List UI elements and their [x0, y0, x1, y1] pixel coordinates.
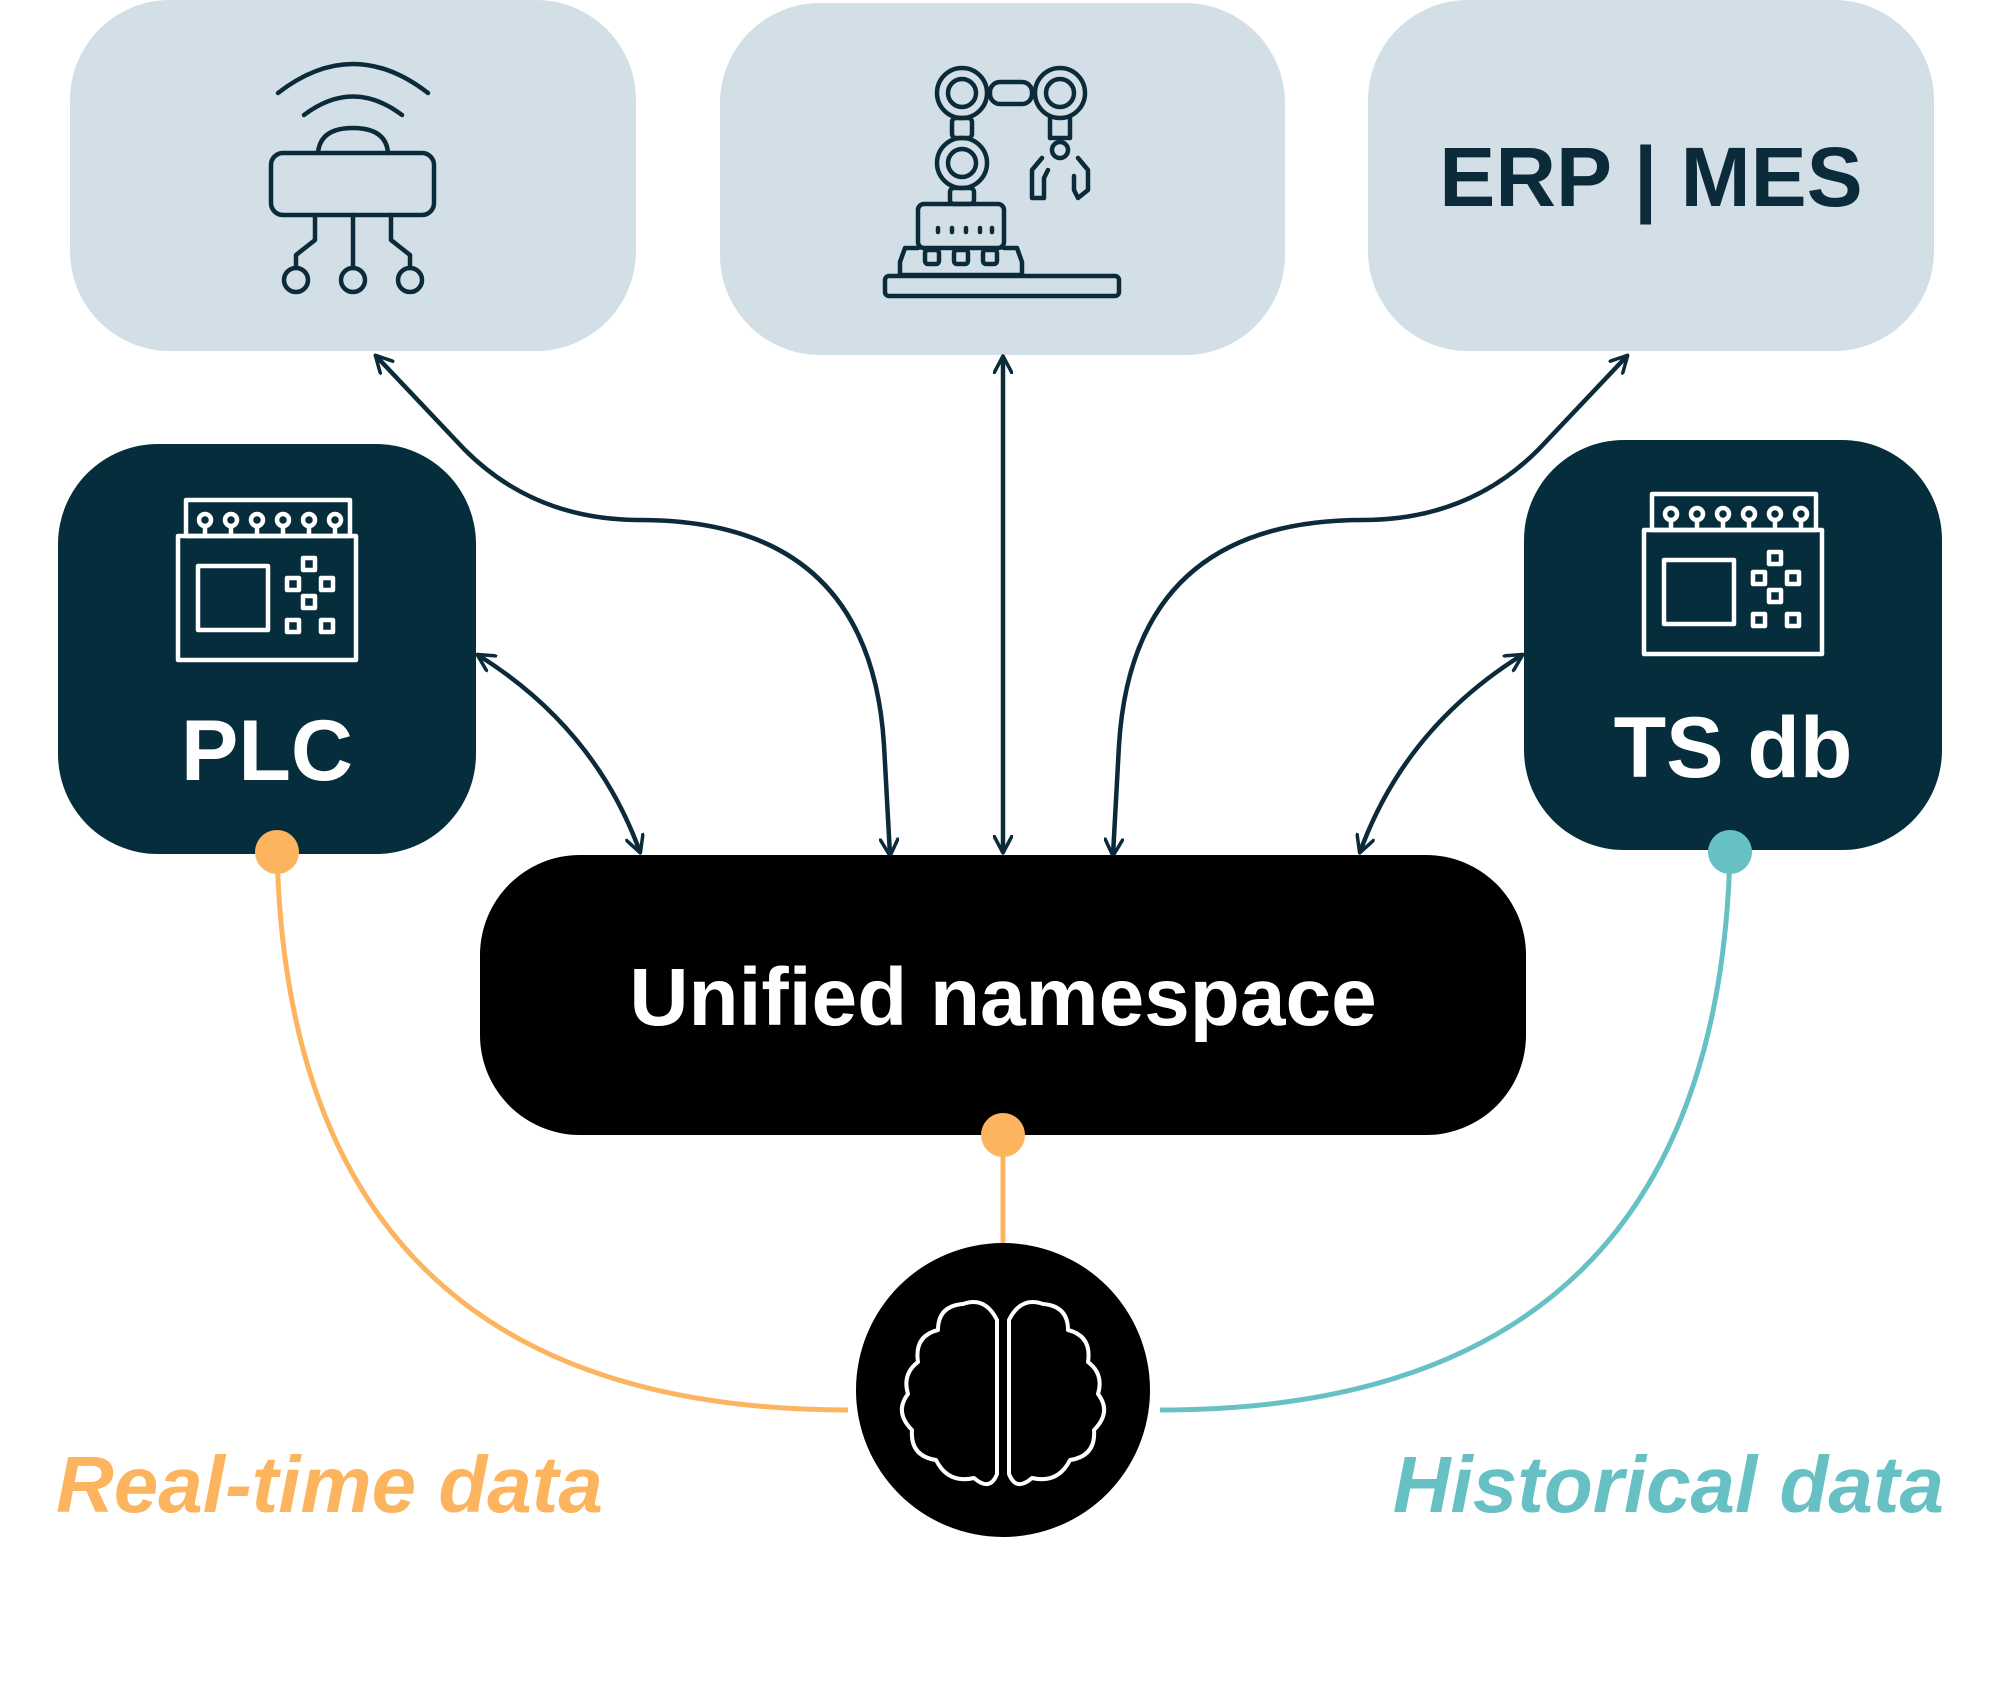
robot-arm-icon — [882, 65, 1122, 299]
historical-line — [1159, 830, 1752, 1413]
historical-label: Historical data — [1393, 1440, 1944, 1529]
plc-node: PLC — [58, 444, 476, 854]
tsdb-node: TS db — [1524, 440, 1942, 850]
plc-label: PLC — [181, 703, 353, 799]
iot-sensor-icon — [268, 61, 437, 295]
historical-curve — [1159, 851, 1733, 1413]
plc-icon — [175, 497, 359, 663]
plc-realtime-dot — [255, 830, 299, 874]
arrow-sensor-uns — [376, 356, 890, 855]
robot-box — [720, 3, 1285, 355]
uns-label: Unified namespace — [629, 952, 1376, 1043]
arrow-erp-uns — [1113, 356, 1627, 855]
uns-node: Unified namespace — [480, 855, 1526, 1135]
tsdb-label: TS db — [1614, 700, 1853, 796]
arrow-tsdb-uns — [1360, 655, 1522, 852]
erp-mes-label: ERP | MES — [1439, 130, 1862, 225]
tsdb-historical-dot — [1708, 830, 1752, 874]
brain-circle — [856, 1243, 1150, 1537]
brain-icon — [900, 1300, 1106, 1486]
erp-mes-node: ERP | MES — [1368, 0, 1934, 351]
plc-box — [58, 444, 476, 854]
sensor-box — [70, 0, 636, 351]
uns-box — [480, 855, 1526, 1135]
robot-node — [720, 3, 1285, 355]
brain-node — [856, 1243, 1150, 1537]
uns-realtime-dot — [981, 1113, 1025, 1157]
sensor-node — [70, 0, 636, 351]
arrow-plc-uns — [478, 655, 640, 852]
realtime-label: Real-time data — [56, 1440, 603, 1529]
connector-arrows — [376, 356, 1627, 855]
tsdb-icon — [1641, 491, 1825, 657]
realtime-line — [255, 830, 1025, 1413]
realtime-curve — [274, 851, 849, 1413]
erp-mes-box — [1368, 0, 1934, 351]
